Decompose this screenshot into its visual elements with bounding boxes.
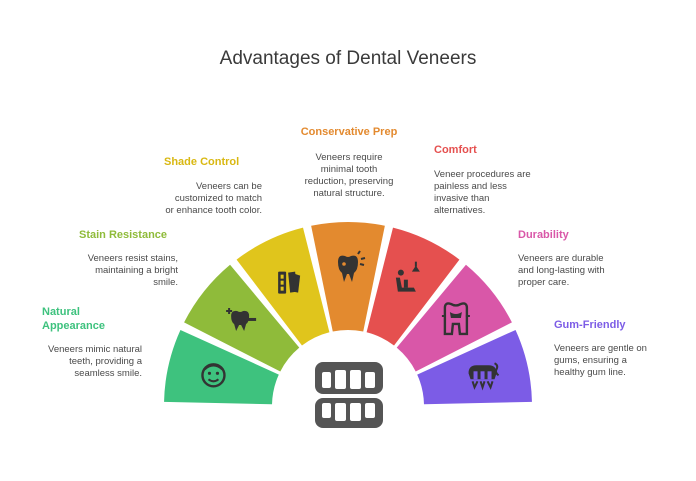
diagram-title: Advantages of Dental Veneers bbox=[219, 48, 477, 69]
tooth-sparkle-icon bbox=[338, 250, 366, 282]
label-line: Durability bbox=[518, 229, 569, 241]
teeth-icon bbox=[315, 362, 383, 428]
label-line: Shade Control bbox=[164, 156, 240, 168]
desc-line: proper care. bbox=[518, 277, 570, 288]
desc-line: teeth, providing a bbox=[69, 356, 142, 367]
desc-line: maintaining a bright bbox=[95, 265, 178, 276]
desc-durability: Veneers are durable and long-lasting wit… bbox=[518, 253, 648, 289]
desc-line: Veneers can be bbox=[195, 181, 262, 192]
desc-line: Veneers resist stains, bbox=[87, 253, 178, 264]
label-line: Stain Resistance bbox=[79, 229, 168, 241]
label-line: Gum-Friendly bbox=[554, 319, 626, 331]
desc-line: Veneers require bbox=[315, 152, 383, 163]
smiling-face-icon bbox=[201, 363, 226, 388]
desc-shade-control: Veneers can be customized to match or en… bbox=[130, 181, 262, 217]
desc-line: Veneers mimic natural bbox=[48, 344, 142, 355]
shade-guide-icon bbox=[278, 271, 301, 294]
label-shade-control: Shade Control bbox=[164, 155, 239, 169]
desc-comfort: Veneer procedures are painless and less … bbox=[434, 169, 564, 217]
desc-line: seamless smile. bbox=[74, 368, 142, 379]
desc-gum-friendly: Veneers are gentle on gums, ensuring a h… bbox=[554, 343, 684, 379]
label-line: Conservative Prep bbox=[300, 126, 398, 138]
desc-line: smile. bbox=[153, 277, 178, 288]
label-natural-appearance: Natural Appearance bbox=[42, 305, 105, 333]
desc-line: Veneer procedures are bbox=[434, 169, 531, 180]
desc-line: invasive than bbox=[434, 193, 490, 204]
segment-conservative bbox=[311, 222, 385, 332]
desc-line: gums, ensuring a bbox=[554, 355, 627, 366]
tooth-shield-icon bbox=[226, 307, 257, 331]
desc-line: customized to match bbox=[174, 193, 262, 204]
label-line: Comfort bbox=[434, 144, 477, 156]
desc-line: painless and less bbox=[434, 181, 507, 192]
gum-teeth-icon bbox=[468, 362, 500, 391]
label-durability: Durability bbox=[518, 228, 569, 242]
desc-line: Veneers are gentle on bbox=[554, 343, 647, 354]
desc-line: alternatives. bbox=[434, 205, 486, 216]
label-stain-resistance: Stain Resistance bbox=[79, 228, 167, 242]
label-conservative-prep: Conservative Prep bbox=[290, 125, 408, 139]
desc-line: reduction, preserving bbox=[304, 176, 394, 187]
desc-line: healthy gum line. bbox=[554, 367, 626, 378]
label-gum-friendly: Gum-Friendly bbox=[554, 318, 626, 332]
desc-line: and long-lasting with bbox=[518, 265, 605, 276]
tooth-crown-icon bbox=[441, 302, 470, 336]
desc-line: minimal tooth bbox=[320, 164, 378, 175]
segment-comfort bbox=[366, 227, 460, 346]
dental-chair-icon bbox=[395, 261, 420, 292]
desc-stain-resistance: Veneers resist stains, maintaining a bri… bbox=[40, 253, 178, 289]
desc-line: or enhance tooth color. bbox=[165, 205, 262, 216]
desc-natural-appearance: Veneers mimic natural teeth, providing a… bbox=[10, 344, 142, 380]
label-comfort: Comfort bbox=[434, 143, 477, 157]
desc-line: Veneers are durable bbox=[518, 253, 604, 264]
segment-durability bbox=[396, 264, 512, 372]
label-line: Natural bbox=[42, 306, 80, 318]
label-line: Appearance bbox=[42, 320, 105, 332]
desc-conservative-prep: Veneers require minimal tooth reduction,… bbox=[290, 152, 408, 200]
desc-line: natural structure. bbox=[313, 188, 385, 199]
